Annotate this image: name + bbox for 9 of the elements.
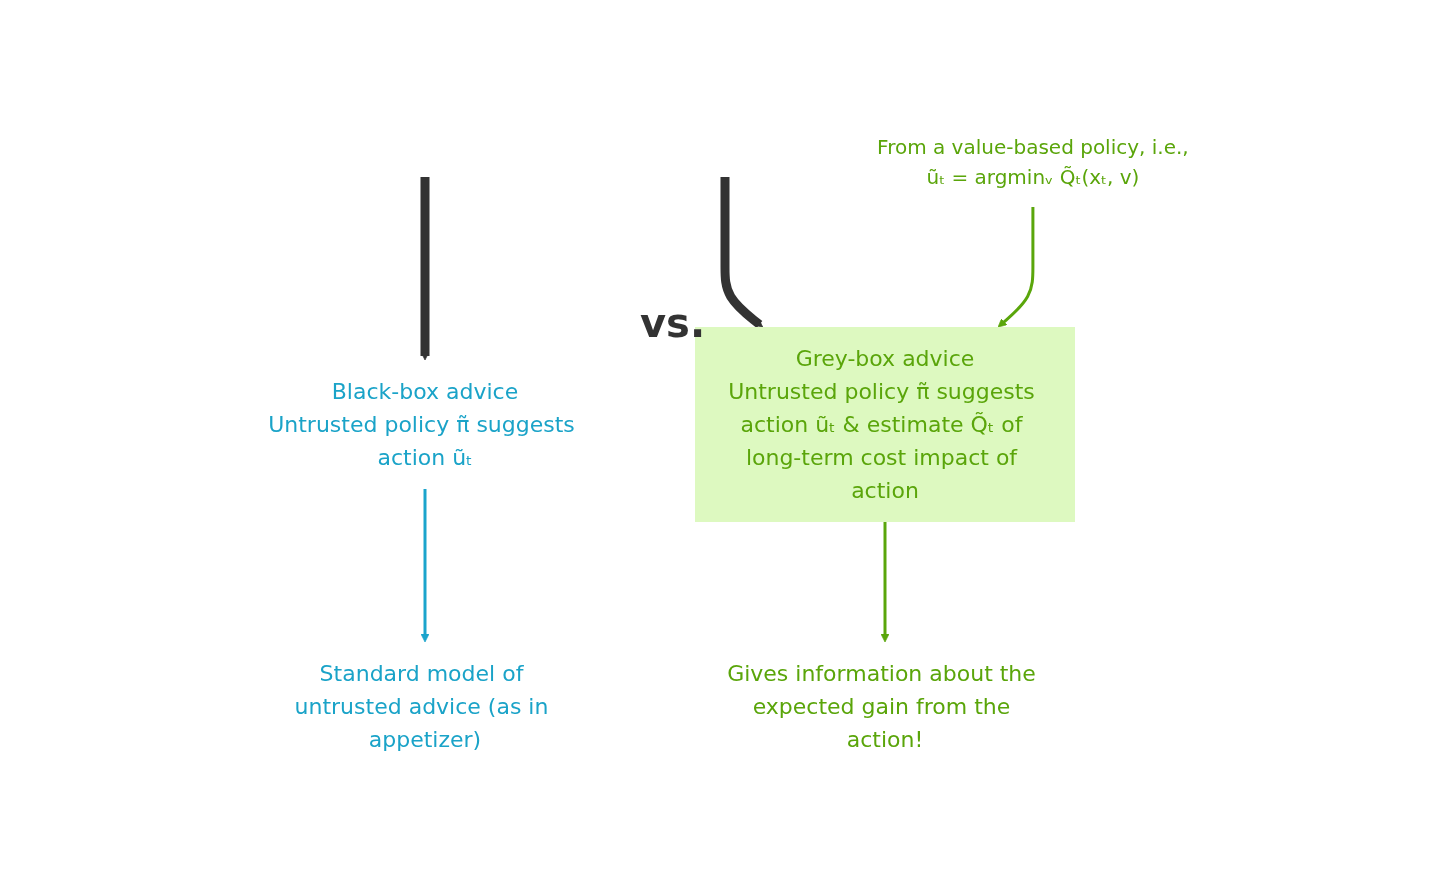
arrow [997, 206, 1035, 327]
node-text: From a value-based policy, i.e., ũₜ = argminᵥ Q̃ₜ(xₜ, v) [876, 134, 1189, 189]
node-text: Gives information about the expected gain from the action! [726, 660, 1036, 752]
arrow [420, 176, 430, 360]
arrow [720, 176, 763, 328]
arrow [420, 488, 430, 642]
arrow [880, 521, 890, 642]
node-text: Black-box advice Untrusted policy π̃ suggests action ũₜ [267, 378, 575, 470]
node-text: Standard model of untrusted advice (as in appetizer) [294, 660, 549, 752]
